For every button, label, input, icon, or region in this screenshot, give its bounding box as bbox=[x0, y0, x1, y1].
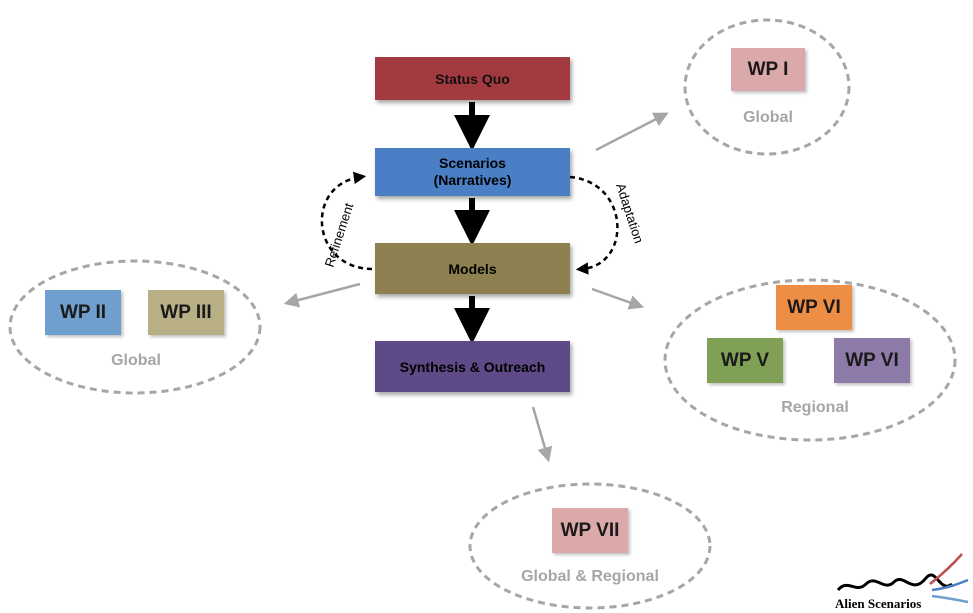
wp-v-box: WP V bbox=[707, 338, 783, 383]
synthesis-outreach-box: Synthesis & Outreach bbox=[375, 341, 570, 392]
scenarios-label-line1: Scenarios bbox=[439, 155, 506, 171]
alien-scenarios-logo-mark bbox=[836, 553, 969, 604]
wp-vi-bottom-label: WP VI bbox=[845, 349, 899, 371]
wp-vi-top-box: WP VI bbox=[776, 285, 852, 330]
arrow-to-right-group bbox=[591, 287, 645, 310]
left-group-caption: Global bbox=[111, 352, 161, 369]
scenarios-label-line2: (Narratives) bbox=[433, 172, 512, 188]
group-ellipse-left bbox=[8, 259, 262, 395]
wp-vi-bottom-box: WP VI bbox=[834, 338, 910, 383]
scenarios-box: Scenarios (Narratives) bbox=[375, 148, 570, 196]
models-box: Models bbox=[375, 243, 570, 294]
adaptation-label: Adaptation bbox=[613, 181, 646, 245]
arrow-to-left-group bbox=[283, 282, 361, 308]
status-quo-label: Status Quo bbox=[435, 70, 510, 87]
group-ellipse-top-right bbox=[683, 18, 851, 156]
group-ellipse-bottom bbox=[468, 482, 712, 610]
wp-vii-label: WP VII bbox=[560, 519, 620, 541]
synthesis-label: Synthesis & Outreach bbox=[399, 358, 546, 375]
models-label: Models bbox=[448, 260, 497, 277]
wp-i-box: WP I bbox=[731, 48, 805, 91]
group-ellipse-right bbox=[663, 278, 957, 442]
top-right-group-caption: Global bbox=[743, 109, 793, 126]
wp-iii-box: WP III bbox=[148, 290, 224, 335]
wp-v-label: WP V bbox=[720, 349, 770, 371]
bottom-group-caption: Global & Regional bbox=[521, 568, 659, 585]
wp-vii-box: WP VII bbox=[552, 508, 628, 553]
wp-ii-label: WP II bbox=[59, 301, 107, 323]
status-quo-box: Status Quo bbox=[375, 57, 570, 100]
right-group-caption: Regional bbox=[781, 399, 849, 416]
wp-iii-label: WP III bbox=[160, 301, 212, 323]
wp-vi-top-label: WP VI bbox=[787, 296, 841, 318]
refinement-loop-arrow bbox=[320, 171, 373, 271]
refinement-label: Refinement bbox=[322, 201, 357, 269]
wp-i-label: WP I bbox=[747, 58, 789, 80]
arrow-to-top-right-group bbox=[595, 112, 669, 152]
wp-ii-box: WP II bbox=[45, 290, 121, 335]
alien-scenarios-logo-text: Alien Scenarios bbox=[835, 596, 922, 611]
adaptation-loop-arrow bbox=[569, 175, 619, 275]
arrow-to-bottom-group bbox=[531, 406, 553, 463]
